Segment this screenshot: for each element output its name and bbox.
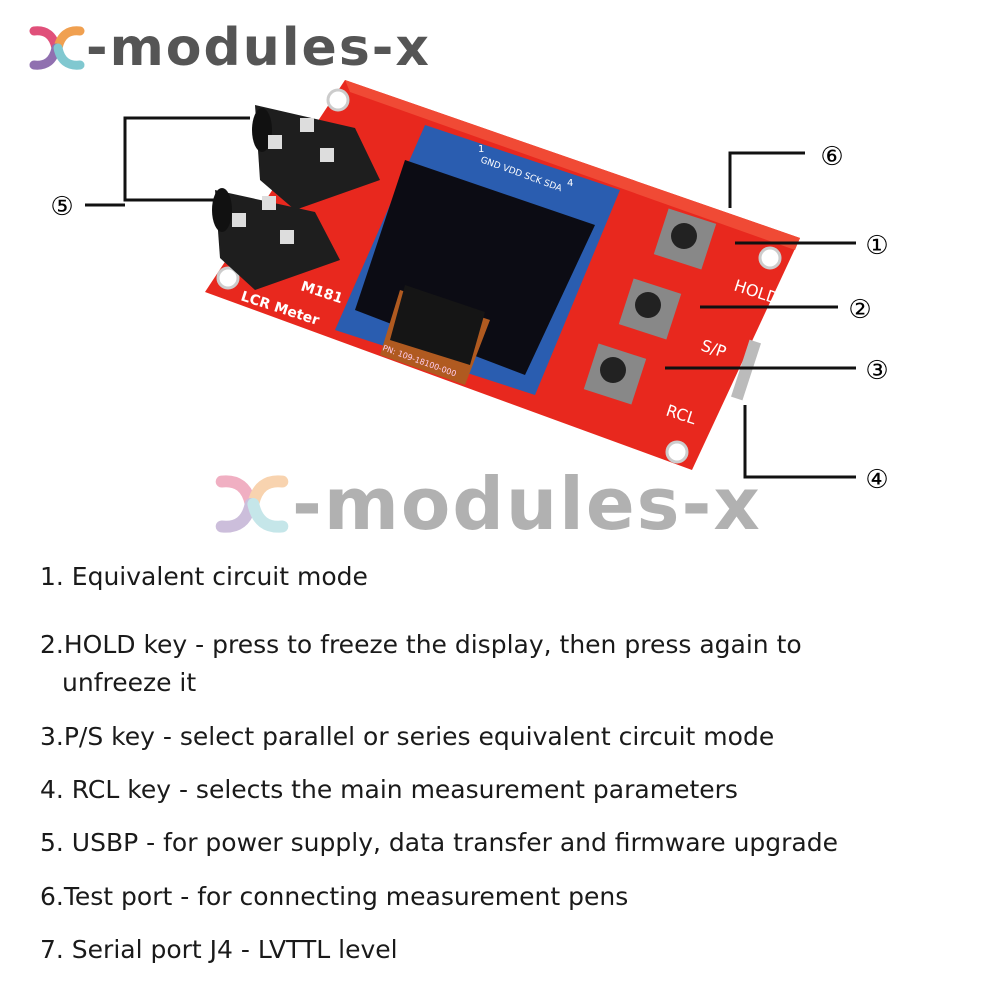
list-item: 7. Serial port J4 - LVTTL level bbox=[40, 935, 398, 964]
test-port-jacks bbox=[212, 105, 380, 290]
callout-2: ② bbox=[848, 295, 871, 325]
callout-4: ④ bbox=[865, 465, 888, 495]
logo-mark-icon bbox=[29, 26, 85, 70]
oled-module: GND VDD SCK SDA 1 4 bbox=[335, 125, 620, 395]
callout-6: ⑥ bbox=[820, 142, 843, 172]
oled-pin-4-label: 4 bbox=[567, 178, 573, 189]
watermark-text: -modules-x bbox=[292, 462, 762, 546]
usb-port bbox=[731, 339, 761, 401]
callout-3: ③ bbox=[865, 356, 888, 386]
brand-logo: -modules-x bbox=[28, 18, 431, 78]
watermark-mark-icon bbox=[215, 475, 289, 533]
callout-1: ① bbox=[865, 231, 888, 261]
watermark-logo: -modules-x bbox=[212, 462, 762, 546]
product-diagram: GND VDD SCK SDA 1 4 M181 LCR Meter PN: 1… bbox=[50, 80, 889, 495]
list-item: 2.HOLD key - press to freeze the display… bbox=[40, 630, 802, 659]
list-item: 1. Equivalent circuit mode bbox=[40, 562, 368, 591]
oled-pin-1-label: 1 bbox=[478, 144, 484, 155]
logo-text: -modules-x bbox=[86, 18, 431, 78]
list-item: 5. USBP - for power supply, data transfe… bbox=[40, 828, 838, 857]
callout-5: ⑤ bbox=[50, 192, 73, 222]
list-item: 3.P/S key - select parallel or series eq… bbox=[40, 722, 775, 751]
list-item: 6.Test port - for connecting measurement… bbox=[40, 882, 629, 911]
list-item: 4. RCL key - selects the main measuremen… bbox=[40, 775, 738, 804]
callout-lines bbox=[85, 116, 856, 479]
list-item-continued: unfreeze it bbox=[62, 668, 197, 697]
